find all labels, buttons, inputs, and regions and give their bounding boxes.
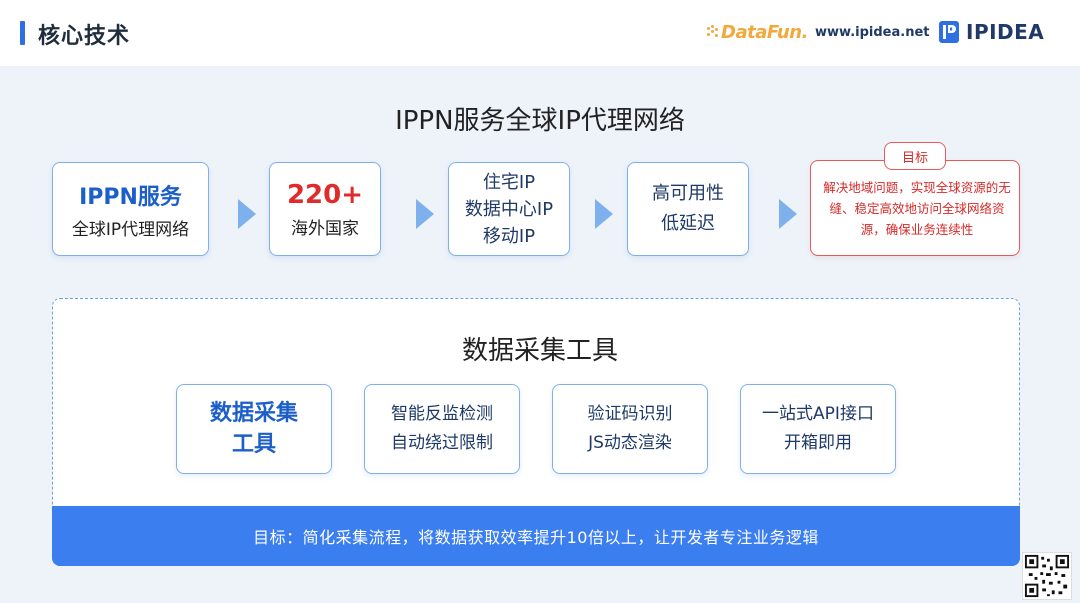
tools-goal-banner: 目标：简化采集流程，将数据获取效率提升10倍以上，让开发者专注业务逻辑 xyxy=(52,506,1020,566)
ipidea-wordmark: IPIDEA xyxy=(966,20,1045,44)
arrow-right-icon xyxy=(595,199,613,229)
tool-card-collection-line2: 工具 xyxy=(231,432,276,457)
tool-card-collection: 数据采集 工具 xyxy=(176,384,332,474)
top-bar: 核心技术 DataFun. www.ipidea.net IPIDEA xyxy=(0,0,1080,66)
tool-card-collection-line1: 数据采集 xyxy=(209,401,298,426)
card-countries: 220+ 海外国家 xyxy=(269,162,381,256)
tool-card-anti-detect-line1: 智能反监检测 xyxy=(391,404,493,424)
card-ippn-service: IPPN服务 全球IP代理网络 xyxy=(52,162,209,256)
card-availability-line2: 低延迟 xyxy=(661,213,715,234)
datafun-logo: DataFun. xyxy=(707,18,808,46)
page-title: 核心技术 xyxy=(38,24,131,49)
ipidea-mark-icon xyxy=(939,21,959,43)
network-heading: IPPN服务全球IP代理网络 xyxy=(395,106,685,136)
qr-code-icon xyxy=(1022,552,1072,600)
card-countries-count: 220+ xyxy=(286,179,364,210)
goal-tag: 目标 xyxy=(884,142,946,170)
site-url: www.ipidea.net xyxy=(815,25,930,40)
tool-card-captcha-line1: 验证码识别 xyxy=(587,404,673,424)
card-availability-line1: 高可用性 xyxy=(652,183,724,204)
card-ippn-title: IPPN服务 xyxy=(79,184,182,210)
arrow-right-icon xyxy=(238,199,256,229)
card-ip-types: 住宅IP 数据中心IP 移动IP xyxy=(448,162,570,256)
tool-card-captcha: 验证码识别 JS动态渲染 xyxy=(552,384,708,474)
datafun-dots-icon xyxy=(707,25,719,39)
ipidea-logo: IPIDEA xyxy=(938,20,1044,44)
tools-heading: 数据采集工具 xyxy=(461,336,618,366)
goal-card xyxy=(810,160,1020,256)
tool-card-api-line1: 一站式API接口 xyxy=(762,404,874,424)
tool-card-anti-detect-line2: 自动绕过限制 xyxy=(391,433,493,453)
goal-text: 解决地域问题，实现全球资源的无缝、稳定高效地访问全球网络资源，确保业务连续性 xyxy=(823,180,1011,237)
title-accent-bar xyxy=(20,21,25,45)
arrow-right-icon xyxy=(779,199,797,229)
tool-card-api-line2: 开箱即用 xyxy=(784,433,852,453)
tool-card-captcha-line2: JS动态渲染 xyxy=(588,433,672,453)
card-countries-label: 海外国家 xyxy=(291,218,359,239)
tool-card-api: 一站式API接口 开箱即用 xyxy=(740,384,896,474)
tool-card-anti-detect: 智能反监检测 自动绕过限制 xyxy=(364,384,520,474)
arrow-right-icon xyxy=(416,199,434,229)
card-ip-type-residential: 住宅IP xyxy=(482,171,536,193)
card-ip-type-datacenter: 数据中心IP xyxy=(464,198,554,220)
datafun-wordmark: DataFun. xyxy=(721,21,808,43)
card-ippn-subtitle: 全球IP代理网络 xyxy=(71,219,190,240)
card-ip-type-mobile: 移动IP xyxy=(482,225,536,247)
card-availability: 高可用性 低延迟 xyxy=(627,162,749,256)
